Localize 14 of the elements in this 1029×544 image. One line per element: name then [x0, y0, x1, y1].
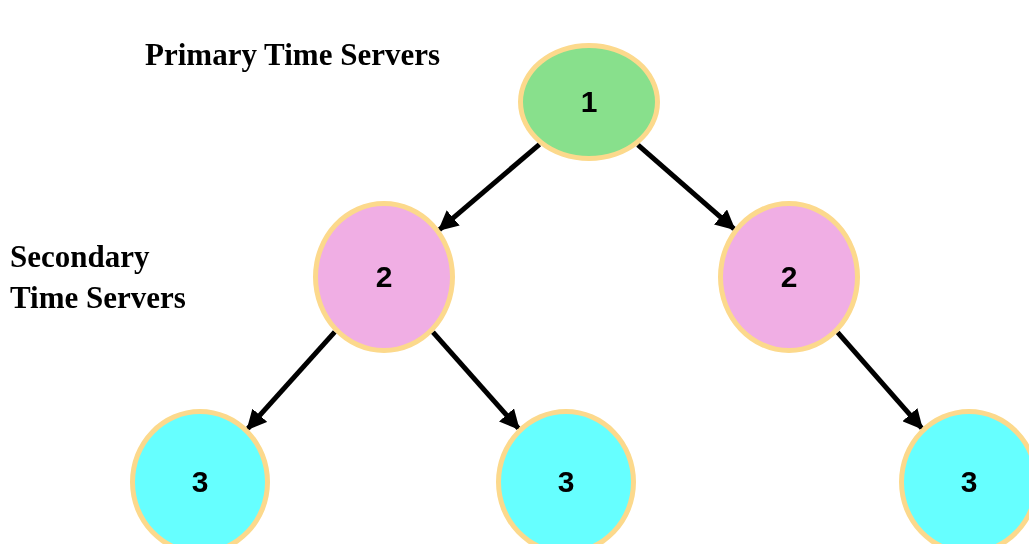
level-number: 2: [780, 260, 798, 294]
tier-label: Secondary Time Servers: [10, 238, 187, 317]
level-number: 2: [375, 260, 393, 294]
arrow: [245, 330, 337, 431]
server-ellipse: [899, 409, 1029, 544]
arrow: [835, 330, 924, 430]
tier-label: Primary Time Servers: [145, 36, 441, 74]
level-number: 3: [960, 465, 978, 499]
level-number: 1: [580, 85, 598, 119]
arrow: [431, 330, 521, 431]
arrow: [636, 142, 736, 231]
level-number: 3: [557, 465, 575, 499]
arrow: [437, 142, 542, 232]
level-number: 3: [191, 465, 209, 499]
